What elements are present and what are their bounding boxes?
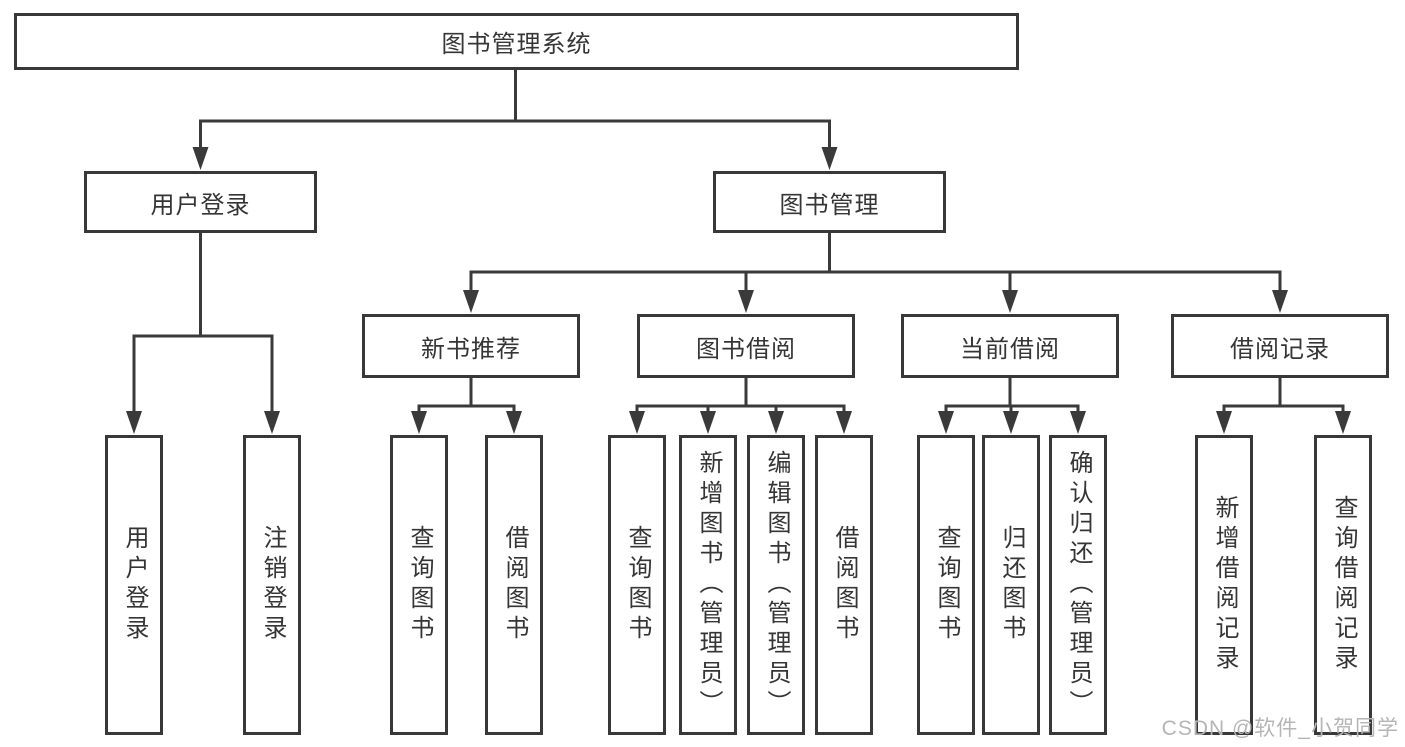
- node-leaf-borrow-books-recommend: 借阅图书: [485, 435, 543, 735]
- node-leaf-add-borrow-record: 新增借阅记录: [1195, 435, 1253, 735]
- node-leaf-query-books-borrowing: 查询图书: [608, 435, 666, 735]
- node-new-book-recommend: 新书推荐: [362, 314, 580, 378]
- node-book-borrowing: 图书借阅: [637, 314, 855, 378]
- watermark: CSDN @软件_小贺同学: [1161, 717, 1399, 740]
- node-current-borrowing: 当前借阅: [901, 314, 1119, 378]
- node-leaf-query-books-recommend: 查询图书: [390, 435, 448, 735]
- node-borrowing-records: 借阅记录: [1171, 314, 1389, 378]
- node-leaf-query-books-current: 查询图书: [917, 435, 975, 735]
- node-leaf-confirm-return-admin: 确认归还（管理员）: [1049, 435, 1107, 735]
- node-leaf-query-borrow-record: 查询借阅记录: [1314, 435, 1372, 735]
- node-leaf-add-books-admin: 新增图书（管理员）: [679, 435, 737, 735]
- node-leaf-return-books: 归还图书: [982, 435, 1040, 735]
- node-leaf-borrow-books: 借阅图书: [815, 435, 873, 735]
- node-library-management-system: 图书管理系统: [14, 13, 1019, 70]
- node-book-management: 图书管理: [713, 171, 946, 233]
- node-leaf-edit-books-admin: 编辑图书（管理员）: [747, 435, 805, 735]
- node-user-login: 用户登录: [84, 171, 317, 233]
- node-leaf-user-login: 用户登录: [105, 435, 163, 735]
- node-leaf-logout: 注销登录: [243, 435, 301, 735]
